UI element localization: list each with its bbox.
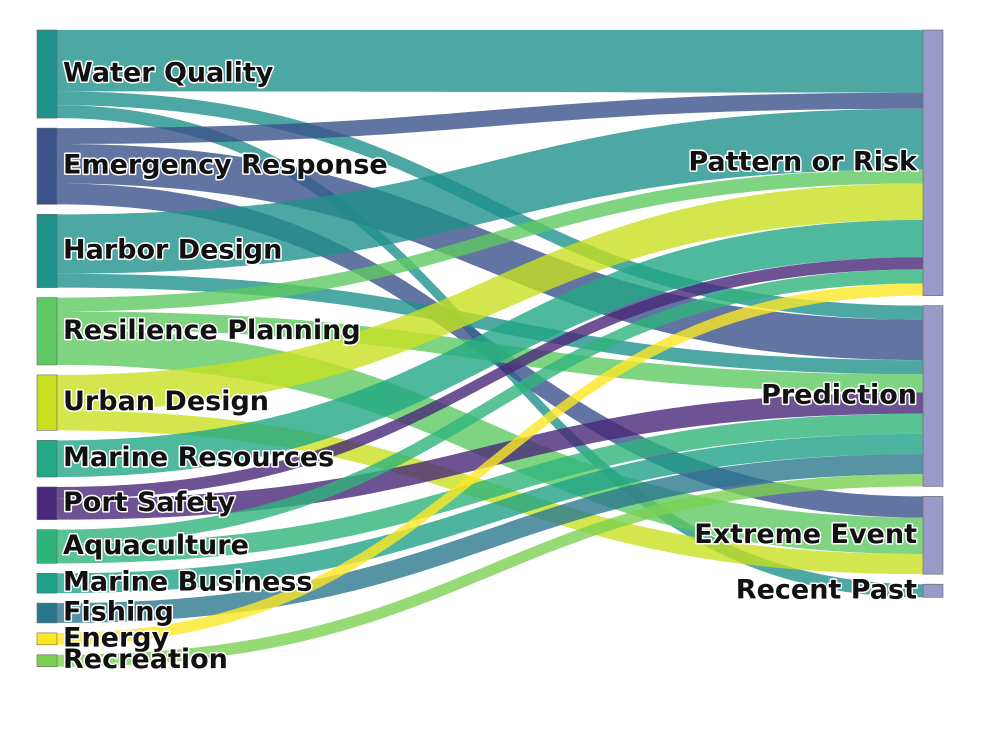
link-resilience-planning-to-pattern-or-risk[interactable] — [57, 169, 923, 312]
label-urban-design: Urban Design — [63, 386, 269, 417]
label-harbor-design: Harbor Design — [63, 234, 282, 265]
link-emergency-response-to-pattern-or-risk[interactable] — [57, 92, 923, 144]
link-aquaculture-to-pattern-or-risk[interactable] — [57, 269, 923, 544]
label-water-quality: Water Quality — [63, 58, 274, 89]
node-resilience-planning[interactable] — [36, 297, 58, 366]
link-marine-resources-to-pattern-or-risk[interactable] — [57, 219, 923, 477]
link-recreation-to-prediction[interactable] — [57, 474, 923, 667]
node-aquaculture[interactable] — [36, 529, 58, 564]
node-marine-resources[interactable] — [36, 440, 58, 478]
node-port-safety[interactable] — [36, 486, 58, 520]
link-aquaculture-to-prediction[interactable] — [57, 413, 923, 564]
node-harbor-design[interactable] — [36, 214, 58, 288]
label-energy: Energy — [63, 622, 170, 653]
node-urban-design[interactable] — [36, 374, 58, 431]
node-extreme-event[interactable] — [922, 496, 944, 575]
links-layer — [57, 30, 923, 667]
node-energy[interactable] — [36, 632, 58, 646]
label-port-safety: Port Safety — [63, 487, 236, 518]
label-pattern-or-risk: Pattern or Risk — [688, 146, 918, 177]
link-harbor-design-to-pattern-or-risk[interactable] — [57, 108, 923, 274]
node-emergency-response[interactable] — [36, 127, 58, 205]
nodes-layer — [36, 29, 944, 667]
link-water-quality-to-pattern-or-risk[interactable] — [57, 30, 923, 93]
link-port-safety-to-prediction[interactable] — [57, 392, 923, 520]
node-water-quality[interactable] — [36, 29, 58, 119]
node-marine-business[interactable] — [36, 573, 58, 594]
node-fishing[interactable] — [36, 602, 58, 624]
node-recent-past[interactable] — [922, 583, 944, 598]
link-port-safety-to-pattern-or-risk[interactable] — [57, 257, 923, 499]
node-pattern-or-risk[interactable] — [922, 29, 944, 296]
link-fishing-to-prediction[interactable] — [57, 454, 923, 623]
label-recreation: Recreation — [63, 644, 228, 675]
link-harbor-design-to-prediction[interactable] — [57, 273, 923, 375]
label-fishing: Fishing — [63, 597, 174, 628]
label-recent-past: Recent Past — [736, 574, 917, 605]
label-extreme-event: Extreme Event — [694, 519, 917, 550]
label-marine-business: Marine Business — [63, 567, 312, 598]
label-emergency-response: Emergency Response — [63, 150, 388, 181]
link-energy-to-pattern-or-risk[interactable] — [57, 283, 923, 645]
label-aquaculture: Aquaculture — [63, 530, 249, 561]
label-resilience-planning: Resilience Planning — [63, 315, 361, 346]
node-recreation[interactable] — [36, 654, 58, 667]
label-prediction: Prediction — [761, 380, 917, 411]
link-marine-business-to-prediction[interactable] — [57, 433, 923, 594]
node-prediction[interactable] — [922, 305, 944, 487]
link-urban-design-to-pattern-or-risk[interactable] — [57, 183, 923, 411]
label-marine-resources: Marine Resources — [63, 442, 334, 473]
